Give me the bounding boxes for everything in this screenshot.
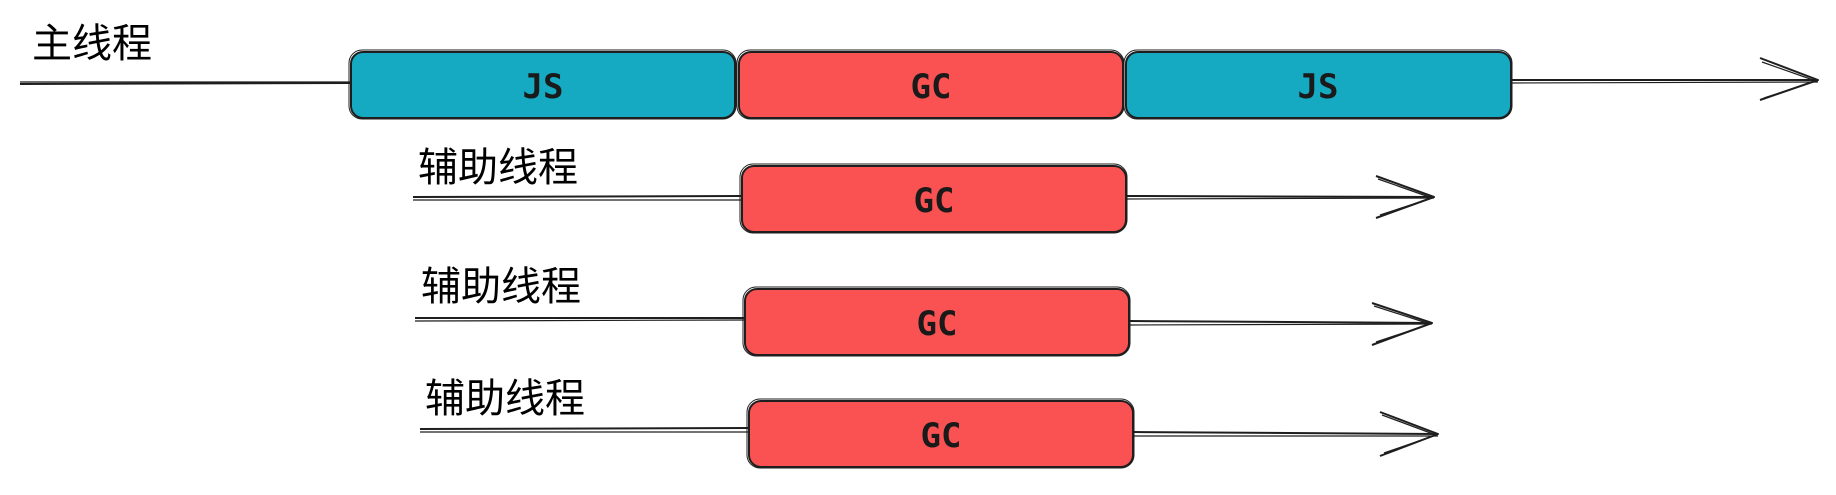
segment-gc-main-label: GC (911, 67, 952, 107)
main-thread-row: 主线程 JS GC (19, 21, 1819, 120)
segment-js-1-label: JS (523, 67, 564, 107)
helper-thread-2-arrowhead-icon (1371, 302, 1433, 346)
main-thread-arrowhead-icon (1759, 57, 1819, 101)
segment-js-1-bar (350, 51, 736, 119)
helper-1-segment-gc: GC (739, 163, 1128, 234)
helper-thread-3-arrowhead-icon (1379, 411, 1439, 457)
main-thread-line (19, 79, 1819, 85)
helper-3-segment-gc-label: GC (921, 416, 962, 456)
main-thread-label: 主线程 (32, 21, 152, 67)
helper-thread-2-line (414, 317, 1433, 326)
helper-thread-row-2: 辅助线程 GC (414, 264, 1433, 357)
helper-thread-2-label: 辅助线程 (421, 264, 581, 310)
segment-js-2: JS (1123, 49, 1513, 120)
helper-thread-row-3: 辅助线程 GC (419, 376, 1439, 469)
helper-thread-1-line (412, 195, 1435, 201)
segment-js-1: JS (348, 49, 737, 120)
segment-js-2-bar (1125, 51, 1512, 119)
helper-2-segment-gc-bar (744, 288, 1130, 356)
helper-1-segment-gc-label: GC (914, 181, 955, 221)
helper-thread-1-label: 辅助线程 (418, 145, 578, 191)
segment-gc-main-bar (738, 51, 1124, 119)
helper-thread-3-line (419, 427, 1439, 437)
helper-3-segment-gc: GC (746, 398, 1135, 469)
segment-gc-main: GC (736, 49, 1125, 120)
helper-1-segment-gc-bar (741, 165, 1127, 233)
helper-thread-1-arrowhead-icon (1375, 175, 1435, 219)
helper-thread-row-1: 辅助线程 GC (412, 145, 1435, 234)
helper-2-segment-gc: GC (742, 286, 1131, 357)
helper-3-segment-gc-bar (748, 400, 1134, 468)
helper-thread-3-label: 辅助线程 (425, 376, 585, 422)
helper-2-segment-gc-label: GC (917, 304, 958, 344)
segment-js-2-label: JS (1298, 67, 1339, 107)
